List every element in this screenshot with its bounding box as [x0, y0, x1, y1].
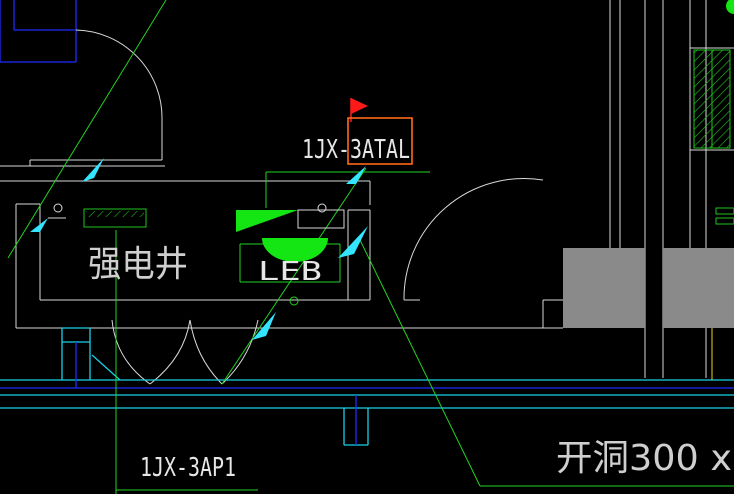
shaft-walls [0, 165, 563, 329]
axis-lines [0, 0, 77, 63]
equipotential-bonding-symbol [262, 238, 328, 262]
cable-trays [0, 327, 734, 446]
panel-top-label: 1JX-3ATAL [302, 135, 410, 165]
leader-arrows [30, 158, 368, 340]
leader-arrow-icon [346, 166, 366, 184]
leader-arrow-icon [30, 218, 48, 232]
opening-note: 开洞300 x [556, 438, 732, 479]
leb-box [262, 238, 328, 306]
column-left [563, 248, 645, 328]
axis-bus [0, 342, 734, 445]
switchboard-bar [83, 208, 147, 228]
panel-bottom-label: 1JX-3AP1 [140, 453, 236, 483]
leader-arrow-icon [252, 312, 276, 340]
leader-arrow-icon [82, 158, 104, 182]
leader-arrow-icon [338, 226, 368, 258]
hatch-panel [693, 0, 734, 225]
selection-box [347, 117, 413, 165]
panel-1jx-3atal [48, 203, 345, 232]
door-swing-top [29, 29, 163, 166]
column-right [663, 248, 734, 328]
room-label: 强电井 [88, 244, 188, 285]
leb-label: LEB [258, 257, 322, 287]
